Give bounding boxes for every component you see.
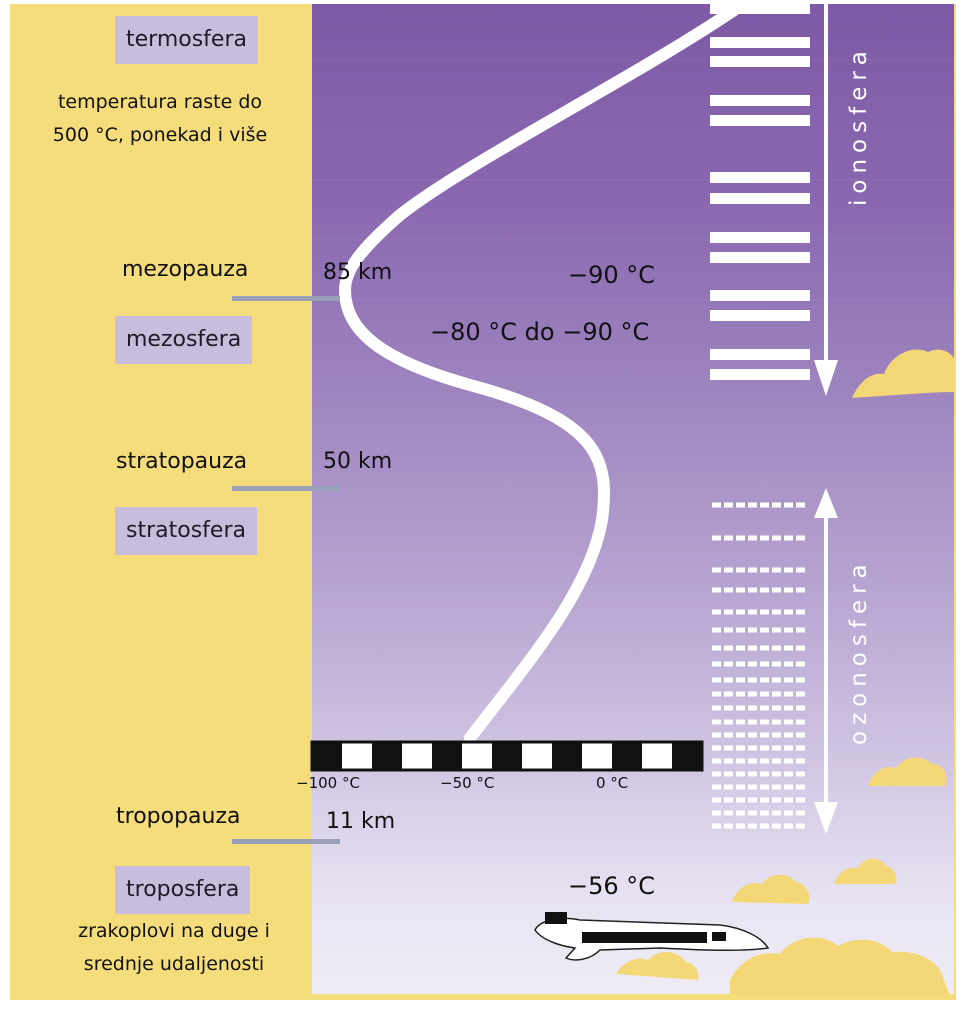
ionosphere-layers (710, 4, 810, 380)
temp-mezosfera: −80 °C do −90 °C (430, 318, 650, 346)
cloud-icon (852, 349, 956, 398)
temperature-curve (338, 0, 749, 744)
label-stratopauza: stratopauza (116, 449, 248, 474)
altitude-stratopauza: 50 km (323, 449, 393, 474)
cloud-icon (616, 951, 699, 980)
ozonosphere-layers (712, 502, 808, 829)
label-mezopauza: mezopauza (122, 257, 249, 282)
scale-tick-zero: 0 °C (596, 774, 629, 792)
temperature-scale-bar (310, 740, 704, 772)
temp-mezopauza: −90 °C (568, 261, 656, 289)
cloud-icon (730, 937, 950, 995)
ionosphere-arrow (814, 4, 838, 396)
airplane-icon (534, 912, 770, 961)
troposfera-note: zrakoplovi na duge i srednje udaljenosti (24, 915, 324, 981)
layer-stratosfera: stratosfera (115, 507, 257, 555)
diagram-frame (10, 4, 956, 1000)
label-tropopauza: tropopauza (116, 804, 241, 829)
layer-troposfera: troposfera (115, 866, 251, 914)
cloud-icon (868, 757, 947, 786)
sky-bands (312, 59, 956, 721)
atmosphere-column (312, 4, 956, 1000)
troposfera-note-line-2: srednje udaljenosti (83, 953, 265, 975)
layer-mezosfera: mezosfera (115, 316, 253, 364)
troposfera-note-line-1: zrakoplovi na duge i (78, 920, 270, 942)
scale-tick-minus-50: −50 °C (440, 774, 495, 792)
cloud-icon (834, 858, 897, 884)
layer-termosfera: termosfera (115, 16, 258, 64)
termosfera-note: temperatura raste do 500 °C, ponekad i v… (20, 86, 300, 152)
stratopauza-marker (232, 486, 340, 491)
termosfera-note-line-2: 500 °C, ponekad i više (52, 124, 268, 146)
label-panel (10, 4, 312, 1000)
tropopauza-marker (232, 839, 340, 844)
altitude-mezopauza: 85 km (323, 260, 393, 285)
scale-tick-minus-100: −100 °C (296, 774, 360, 792)
altitude-tropopauza: 11 km (326, 809, 396, 834)
cloud-icon (732, 874, 810, 904)
mezopauza-marker (232, 296, 340, 301)
ozonosphere-arrow (814, 488, 838, 834)
temp-troposfera: −56 °C (568, 872, 656, 900)
termosfera-note-line-1: temperatura raste do (57, 91, 263, 113)
